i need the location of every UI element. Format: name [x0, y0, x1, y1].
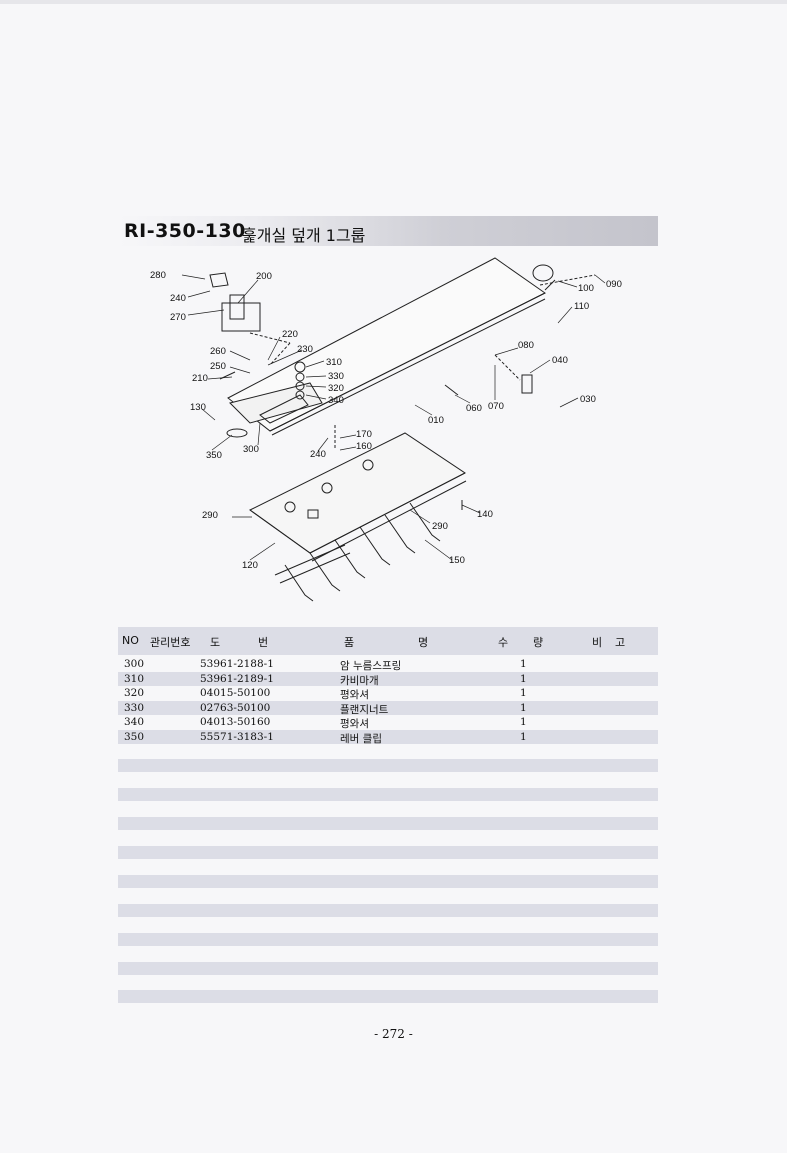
empty-row-stripe: [118, 962, 658, 975]
row-no: 320: [124, 687, 145, 699]
header-management-number: 관리번호: [150, 636, 191, 649]
page-edge: [0, 0, 787, 4]
callout-060: 060: [466, 403, 482, 414]
callout-330: 330: [328, 371, 344, 382]
callout-290-right: 290: [432, 521, 448, 532]
page-number: - 272 -: [374, 1027, 413, 1041]
plate-300: [229, 382, 323, 424]
table-row: 310 53961-2189-1 카비마개 1: [118, 671, 658, 687]
callout-030: 030: [580, 394, 596, 405]
section-code: RI-350-130: [124, 220, 246, 242]
callout-300: 300: [243, 444, 259, 455]
row-quantity: 1: [520, 687, 527, 699]
callout-260: 260: [210, 346, 226, 357]
row-part-name: 플랜지너트: [340, 703, 389, 716]
callout-320: 320: [328, 383, 344, 394]
header-part-name-2: 명: [418, 636, 429, 649]
row-part-name: 평와셔: [340, 718, 369, 730]
empty-row-stripe: [118, 817, 658, 830]
header-drawing-number-2: 번: [258, 636, 269, 649]
row-part-number: 02763-50100: [200, 701, 271, 714]
row-no: 300: [124, 658, 145, 670]
row-quantity: 1: [520, 730, 527, 743]
callout-290-left: 290: [202, 510, 218, 521]
empty-row-stripe: [118, 788, 658, 801]
row-part-name: 평와셔: [340, 689, 369, 701]
callout-140: 140: [477, 509, 493, 520]
row-no: 340: [124, 716, 145, 728]
bracket-040: [521, 374, 533, 394]
empty-row-stripe: [118, 875, 658, 888]
table-row: 330 02763-50100 플랜지너트 1: [118, 700, 658, 716]
header-remarks-1: 비: [592, 636, 603, 649]
section-name: 훑개실 덮개 1그룹: [242, 226, 366, 245]
row-quantity: 1: [520, 658, 527, 670]
callout-250: 250: [210, 361, 226, 372]
callout-130: 130: [190, 402, 206, 413]
row-part-number: 04015-50100: [200, 687, 271, 699]
header-quantity-1: 수: [498, 636, 509, 649]
section-title-bar: RI-350-130 훑개실 덮개 1그룹: [118, 216, 658, 246]
callout-110: 110: [574, 301, 589, 312]
row-no: 350: [124, 730, 145, 743]
row-quantity: 1: [520, 716, 527, 728]
callout-230: 230: [297, 344, 313, 355]
row-part-number: 53961-2189-1: [200, 672, 274, 685]
empty-row-stripe: [118, 904, 658, 917]
callout-350: 350: [206, 450, 222, 461]
empty-row-stripe: [118, 933, 658, 946]
callout-160: 160: [356, 441, 372, 452]
bracket-200: [221, 302, 261, 332]
empty-row-stripe: [118, 759, 658, 772]
table-row: 320 04015-50100 평와셔 1: [118, 686, 658, 701]
table-row: 350 55571-3183-1 레버 클립 1: [118, 729, 658, 745]
callout-210: 210: [192, 373, 208, 384]
callout-270: 270: [170, 312, 186, 323]
callout-340: 340: [328, 395, 344, 406]
callout-120: 120: [242, 560, 258, 571]
row-part-name: 카비마개: [340, 674, 379, 687]
callout-280: 280: [150, 270, 166, 281]
callout-220: 220: [282, 329, 298, 340]
header-no: NO: [122, 634, 139, 647]
header-remarks-2: 고: [615, 636, 626, 649]
parts-diagram-svg: 280 200 240 270 220 230 260 250 210 310 …: [150, 257, 622, 602]
callout-240: 240: [170, 293, 186, 304]
header-quantity-2: 량: [533, 636, 544, 649]
callout-240b: 240: [310, 449, 326, 460]
hinge-100: [532, 264, 554, 282]
row-part-name: 레버 클립: [340, 732, 382, 745]
callout-310: 310: [326, 357, 342, 368]
row-no: 310: [124, 672, 145, 685]
empty-row-stripe: [118, 846, 658, 859]
row-no: 330: [124, 701, 145, 714]
table-row: 300 53961-2188-1 암 누름스프링 1: [118, 657, 658, 672]
callout-010: 010: [428, 415, 444, 426]
callout-100: 100: [578, 283, 594, 294]
empty-row-stripe: [118, 990, 658, 1003]
row-part-number: 55571-3183-1: [200, 730, 274, 743]
callout-150: 150: [449, 555, 465, 566]
header-drawing-number-1: 도: [210, 636, 221, 649]
row-quantity: 1: [520, 701, 527, 714]
callout-200: 200: [256, 271, 272, 282]
table-row: 340 04013-50160 평와셔 1: [118, 715, 658, 730]
callout-080: 080: [518, 340, 534, 351]
callout-070: 070: [488, 401, 504, 412]
finger-150: [284, 564, 314, 602]
row-part-name: 암 누름스프링: [340, 660, 402, 672]
row-part-number: 04013-50160: [200, 716, 271, 728]
callout-170: 170: [356, 429, 372, 440]
parts-table-header: NO 관리번호 도 번 품 명 수 량 비 고: [118, 627, 658, 655]
parts-table-body: 300 53961-2188-1 암 누름스프링 1 310 53961-218…: [118, 657, 658, 745]
header-part-name-1: 품: [344, 636, 355, 649]
callout-040: 040: [552, 355, 568, 366]
row-quantity: 1: [520, 672, 527, 685]
callout-090: 090: [606, 279, 622, 290]
row-part-number: 53961-2188-1: [200, 658, 274, 670]
exploded-parts-diagram: 280 200 240 270 220 230 260 250 210 310 …: [140, 255, 640, 615]
